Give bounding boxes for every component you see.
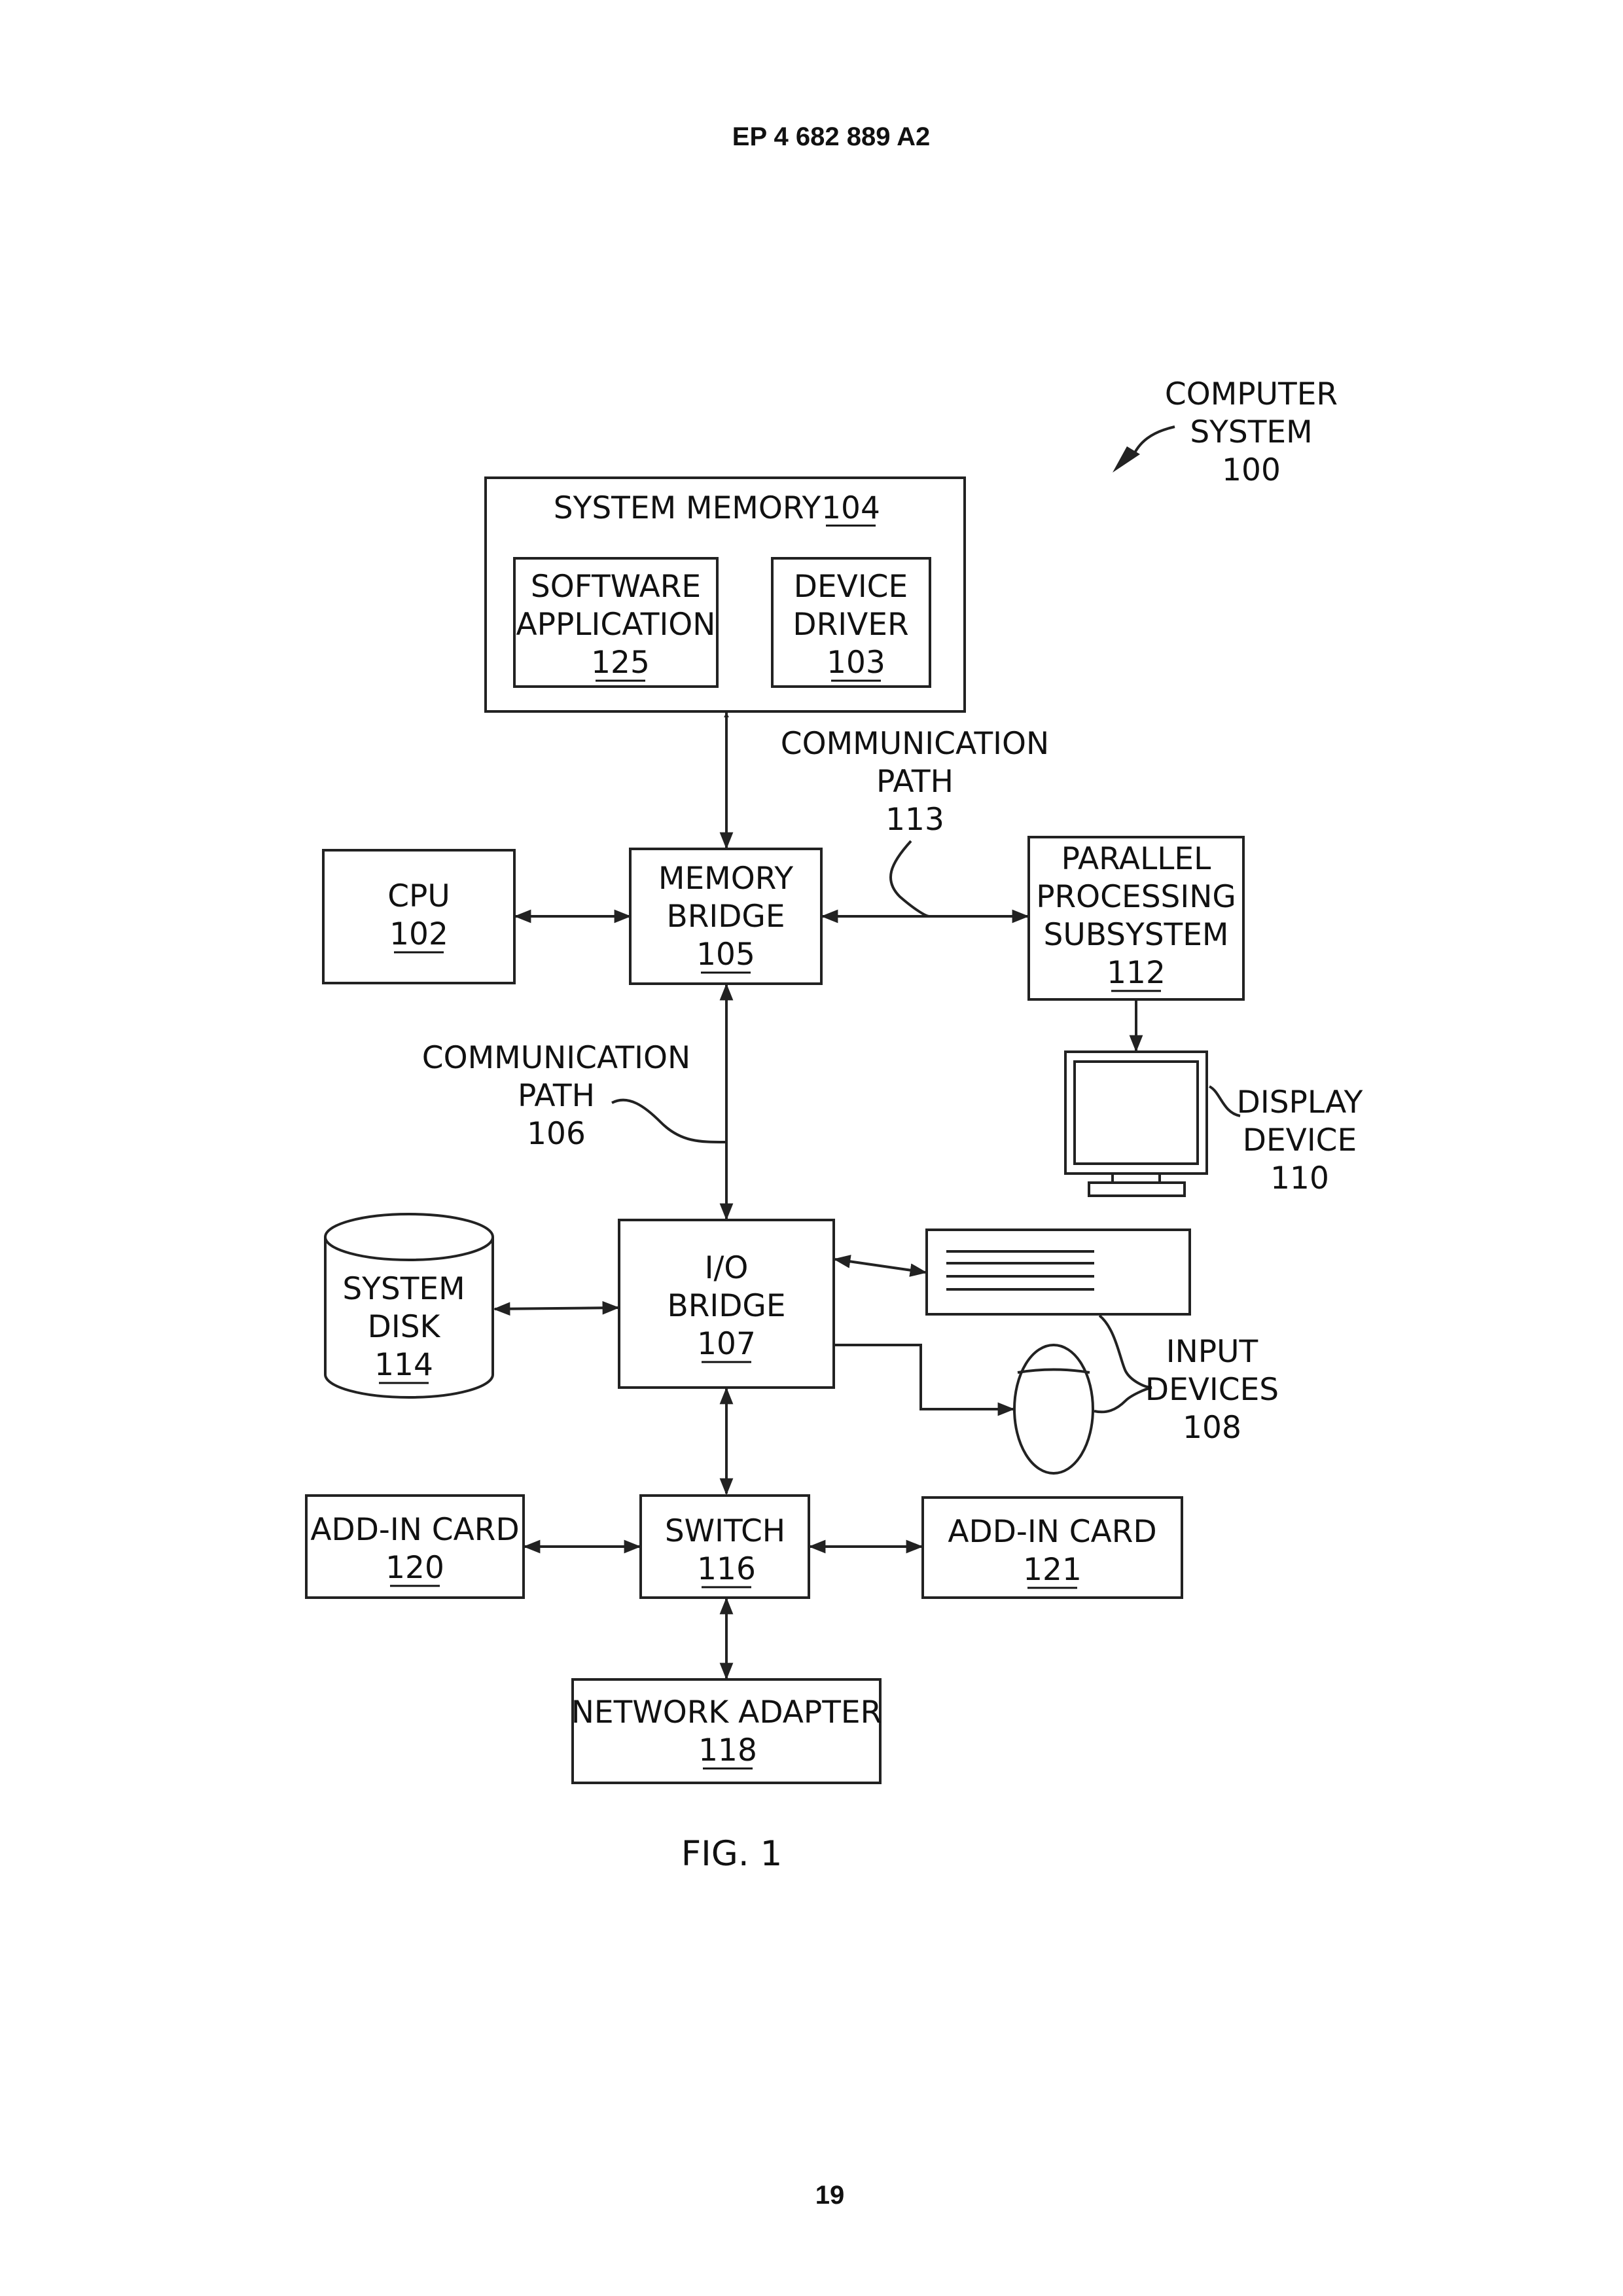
ppu-line2: PROCESSING (1036, 879, 1236, 915)
display-device-ref: 110 (1270, 1160, 1329, 1196)
io-bridge-ref: 107 (697, 1326, 756, 1362)
input-devices-line2: DEVICES (1145, 1372, 1279, 1408)
comm-path-113-ref: 113 (885, 802, 944, 838)
add-in-card-121-label: ADD-IN CARD (948, 1514, 1156, 1550)
cpu-label: CPU (387, 878, 450, 914)
memory-bridge-line2: BRIDGE (666, 899, 785, 935)
input-devices-ref: 108 (1183, 1410, 1241, 1446)
device-driver-block: DEVICE DRIVER 103 (772, 558, 930, 687)
device-driver-line1: DEVICE (794, 569, 908, 605)
software-application-line2: APPLICATION (516, 607, 716, 643)
display-monitor-icon (1065, 1052, 1240, 1196)
computer-system-ref: 100 (1222, 452, 1281, 488)
switch-ref: 116 (697, 1551, 756, 1587)
system-memory-label: SYSTEM MEMORY (554, 490, 821, 526)
add-in-card-120-label: ADD-IN CARD (310, 1512, 519, 1548)
software-application-ref: 125 (591, 645, 650, 681)
page-number: 19 (815, 2181, 845, 2210)
ppu-line3: SUBSYSTEM (1044, 917, 1229, 953)
input-devices-label: INPUT DEVICES 108 (1145, 1334, 1279, 1446)
io-bridge-line2: BRIDGE (667, 1288, 785, 1324)
computer-system-line2: SYSTEM (1190, 414, 1312, 450)
keyboard-icon (927, 1230, 1190, 1314)
io-to-mouse-link (834, 1345, 1013, 1409)
ppu-ref: 112 (1107, 955, 1166, 991)
ppu-line1: PARALLEL (1061, 841, 1211, 877)
comm-path-113-line1: COMMUNICATION (781, 726, 1049, 762)
memory-bridge-line1: MEMORY (658, 861, 793, 897)
system-memory-ref: 104 (821, 490, 880, 526)
add-in-card-121-block: ADD-IN CARD 121 (923, 1498, 1182, 1598)
memory-bridge-ref: 105 (696, 937, 755, 973)
display-device-label: DISPLAY DEVICE 110 (1237, 1085, 1363, 1196)
io-to-keyboard-link (835, 1259, 925, 1272)
mouse-icon (1014, 1345, 1093, 1473)
display-device-line1: DISPLAY (1237, 1085, 1363, 1121)
switch-block: SWITCH 116 (641, 1496, 809, 1598)
computer-system-line1: COMPUTER (1165, 376, 1338, 412)
io-bridge-block: I/O BRIDGE 107 (619, 1220, 834, 1388)
network-adapter-ref: 118 (698, 1732, 757, 1768)
parallel-processing-block: PARALLEL PROCESSING SUBSYSTEM 112 (1029, 837, 1243, 999)
comm-path-106-line1: COMMUNICATION (422, 1040, 690, 1076)
io-bridge-line1: I/O (705, 1250, 749, 1286)
comm-path-106-line2: PATH (518, 1078, 595, 1114)
disk-to-io-link (495, 1308, 618, 1309)
network-adapter-block: NETWORK ADAPTER 118 (571, 1679, 882, 1783)
system-disk-block: SYSTEM DISK 114 (325, 1214, 493, 1397)
comm-path-113-line2: PATH (876, 764, 954, 800)
device-driver-ref: 103 (827, 645, 885, 681)
memory-bridge-block: MEMORY BRIDGE 105 (630, 849, 821, 984)
display-device-line2: DEVICE (1243, 1122, 1357, 1158)
comm-path-106-ref: 106 (527, 1116, 586, 1152)
document-id: EP 4 682 889 A2 (732, 122, 930, 151)
system-disk-line2: DISK (368, 1309, 441, 1345)
software-application-block: SOFTWARE APPLICATION 125 (514, 558, 717, 687)
network-adapter-label: NETWORK ADAPTER (571, 1695, 882, 1731)
system-disk-ref: 114 (374, 1347, 433, 1383)
add-in-card-120-block: ADD-IN CARD 120 (306, 1496, 524, 1598)
add-in-card-120-ref: 120 (385, 1550, 444, 1586)
computer-system-label: COMPUTER SYSTEM 100 (1113, 376, 1338, 488)
communication-path-106-label: COMMUNICATION PATH 106 (422, 1040, 725, 1152)
input-devices-brace (1094, 1316, 1152, 1412)
cpu-block: CPU 102 (323, 850, 514, 983)
system-disk-line1: SYSTEM (342, 1271, 465, 1307)
switch-label: SWITCH (665, 1513, 785, 1549)
cpu-ref: 102 (389, 916, 448, 952)
comm-path-113-leader (891, 841, 929, 916)
display-leader (1209, 1086, 1240, 1116)
device-driver-line2: DRIVER (793, 607, 908, 643)
figure-caption: FIG. 1 (681, 1834, 783, 1874)
comm-path-106-leader (612, 1100, 725, 1142)
add-in-card-121-ref: 121 (1023, 1552, 1082, 1588)
software-application-line1: SOFTWARE (531, 569, 701, 605)
input-devices-line1: INPUT (1166, 1334, 1258, 1370)
